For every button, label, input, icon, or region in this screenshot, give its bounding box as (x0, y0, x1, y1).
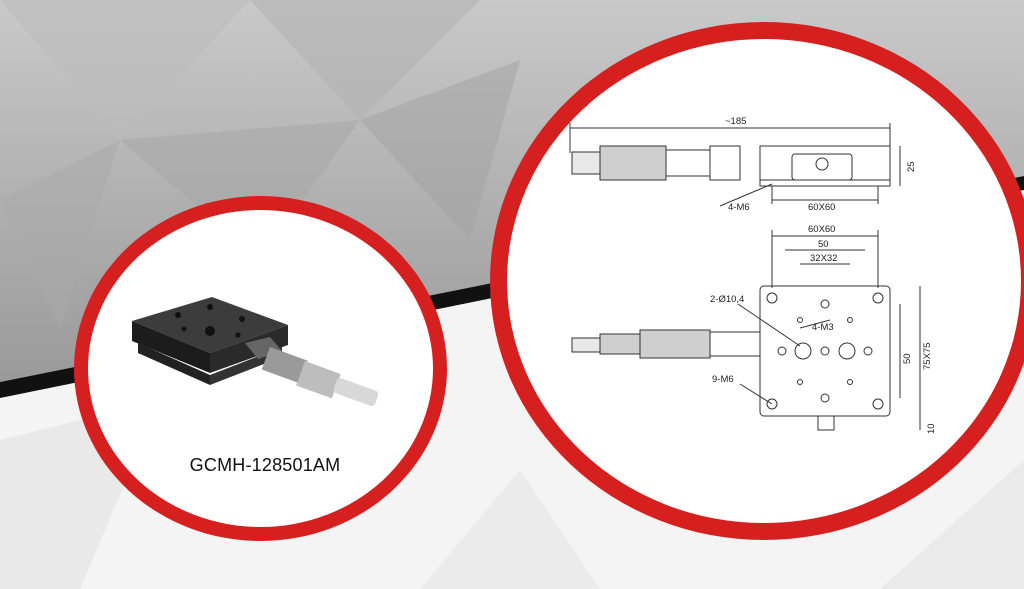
dim-overall-length: ~185 (725, 116, 746, 127)
product-photo (132, 297, 379, 406)
callout-m6-holes: 9-M6 (712, 374, 734, 385)
dim-side-width: 60X60 (808, 202, 835, 213)
dim-vertical-75: 75X75 (922, 343, 933, 370)
dim-top-pitch-32: 32X32 (810, 253, 837, 264)
callout-m3-holes: 4-M3 (812, 322, 834, 333)
callout-side-holes: 4-M6 (728, 202, 750, 213)
product-model-label: GCMH-128501AM (189, 455, 341, 475)
callout-dia-holes: 2-Ø10,4 (710, 294, 744, 305)
dim-vertical-10: 10 (926, 423, 937, 434)
dim-top-pitch-50: 50 (818, 239, 829, 250)
technical-drawing: ~185 25 4-M6 60X60 60X60 50 32X32 2-Ø10,… (569, 116, 937, 434)
dim-vertical-50: 50 (902, 353, 913, 364)
dim-height: 25 (906, 161, 917, 172)
dim-top-width: 60X60 (808, 224, 835, 235)
